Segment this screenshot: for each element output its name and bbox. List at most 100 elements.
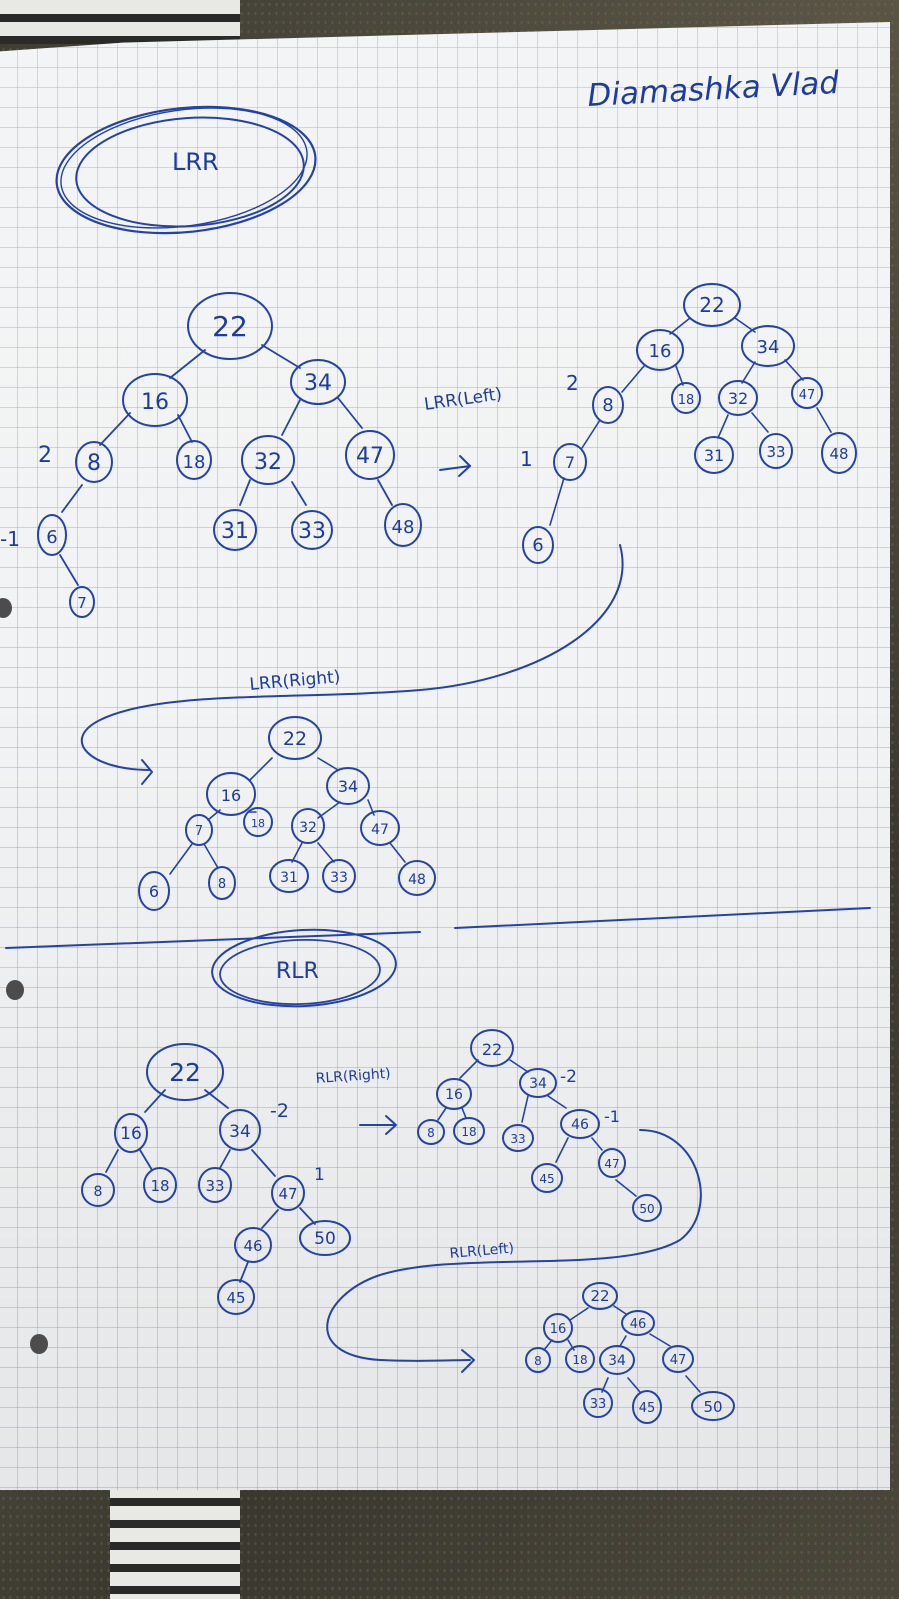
node-label: 46 — [243, 1237, 262, 1255]
node-label: 33 — [766, 443, 785, 461]
section-divider — [5, 907, 871, 949]
radiator-top — [0, 0, 240, 44]
node-labels: 22 16 34 7 18 32 47 6 8 31 33 48 — [149, 728, 426, 901]
node-label: 33 — [298, 519, 326, 544]
paper-lighting — [0, 22, 890, 1490]
rlr-tree-after-right: 22 16 34 8 18 33 46 45 47 50 -2 -1 — [417, 1029, 662, 1222]
node-label: 16 — [141, 390, 169, 415]
punch-hole — [30, 1334, 48, 1354]
node-label: 7 — [565, 453, 575, 472]
tree-edges — [437, 1059, 637, 1197]
node-label: 46 — [630, 1317, 647, 1332]
node-label: 18 — [572, 1353, 587, 1367]
node-label: 50 — [314, 1229, 336, 1249]
node-label: 33 — [510, 1132, 525, 1146]
node-label: 6 — [46, 527, 57, 548]
tree-edges — [59, 344, 393, 586]
node-label: 34 — [757, 337, 780, 358]
lrr-tree-after-left: 22 16 34 8 18 32 47 7 31 33 48 6 2 1 — [520, 283, 857, 564]
node-label: 34 — [304, 371, 332, 396]
node-label: 8 — [427, 1126, 435, 1140]
tree-edges — [549, 317, 832, 526]
rlr-tree-after-left: 22 16 46 8 18 34 47 33 45 50 — [525, 1282, 735, 1424]
node-label: 8 — [87, 451, 101, 476]
node-label: 8 — [534, 1354, 542, 1368]
node-label: 32 — [299, 820, 317, 836]
node-label: 22 — [699, 293, 724, 317]
node-label: 50 — [703, 1398, 722, 1416]
node-labels: 22 16 34 8 18 33 46 45 47 50 — [427, 1040, 654, 1216]
node-label: 45 — [639, 1401, 656, 1416]
node-label: 34 — [529, 1076, 547, 1092]
node-label: 16 — [649, 341, 672, 362]
rlr-title-ovals — [211, 928, 397, 1008]
punch-hole — [0, 598, 12, 618]
tree-edges — [105, 1089, 316, 1283]
arrowhead-icon — [461, 1349, 475, 1373]
node-label: 16 — [221, 786, 241, 805]
arrow-icon — [439, 455, 471, 477]
tree-nodes — [522, 283, 857, 564]
curved-arrow-icon — [80, 544, 624, 771]
node-label: 8 — [218, 877, 226, 892]
lrr-left-step-label: LRR(Left) — [423, 384, 503, 415]
node-label: 18 — [150, 1177, 169, 1195]
balance-factor: -2 — [560, 1067, 577, 1087]
tree-nodes — [81, 1043, 351, 1315]
curved-arrow-icon — [326, 1129, 702, 1362]
node-label: 8 — [94, 1184, 103, 1200]
signature-text: Diamashka Vlad — [587, 65, 841, 114]
node-labels: 22 16 46 8 18 34 47 33 45 50 — [534, 1287, 722, 1416]
balance-factor: -1 — [0, 527, 20, 551]
node-label: 47 — [278, 1185, 297, 1203]
node-label: 47 — [799, 388, 816, 403]
lrr-tree-before: 22 16 34 8 18 32 47 6 31 33 48 7 2 -1 — [0, 292, 422, 618]
balance-factor: -1 — [604, 1107, 620, 1126]
node-label: 22 — [169, 1058, 201, 1087]
node-label: 33 — [590, 1397, 607, 1412]
punch-hole — [6, 980, 24, 1000]
node-label: 50 — [639, 1202, 654, 1216]
node-label: 22 — [212, 310, 248, 343]
balance-factor: 2 — [566, 371, 579, 395]
rlr-right-step-label: RLR(Right) — [315, 1066, 391, 1087]
tree-nodes — [138, 716, 436, 911]
node-label: 18 — [251, 817, 265, 830]
node-label: 18 — [678, 393, 695, 408]
node-label: 48 — [829, 445, 848, 463]
node-label: 47 — [356, 444, 384, 469]
node-label: 46 — [571, 1117, 589, 1133]
rlr-left-step-label: RLR(Left) — [449, 1240, 515, 1262]
rlr-title: RLR — [276, 959, 319, 984]
node-label: 16 — [550, 1322, 567, 1337]
balance-factor: 2 — [38, 443, 52, 468]
tree-edges — [169, 757, 406, 875]
node-label: 16 — [120, 1124, 142, 1144]
arrow-icon — [359, 1115, 397, 1135]
node-label: 22 — [590, 1287, 609, 1305]
tree-nodes — [417, 1029, 662, 1222]
node-labels: 22 16 34 8 18 33 47 46 50 45 — [94, 1058, 336, 1307]
node-label: 34 — [338, 777, 358, 796]
node-label: 22 — [482, 1040, 502, 1059]
tree-nodes — [37, 292, 422, 618]
node-label: 31 — [704, 446, 724, 465]
node-label: 8 — [602, 395, 613, 416]
node-labels: 22 16 34 8 18 32 47 7 31 33 48 6 — [532, 293, 848, 556]
node-label: 16 — [445, 1087, 463, 1103]
node-label: 32 — [728, 389, 748, 408]
node-label: 6 — [149, 882, 159, 901]
node-label: 47 — [371, 822, 389, 838]
node-label: 31 — [280, 870, 298, 886]
node-label: 7 — [195, 824, 203, 839]
lrr-right-step-label: LRR(Right) — [249, 667, 342, 695]
lrr-title: LRR — [172, 148, 219, 176]
node-label: 47 — [604, 1157, 619, 1171]
tree-nodes — [525, 1282, 735, 1424]
node-label: 48 — [408, 872, 426, 888]
node-label: 33 — [205, 1177, 224, 1195]
node-label: 31 — [221, 519, 249, 544]
node-label: 32 — [254, 450, 282, 475]
